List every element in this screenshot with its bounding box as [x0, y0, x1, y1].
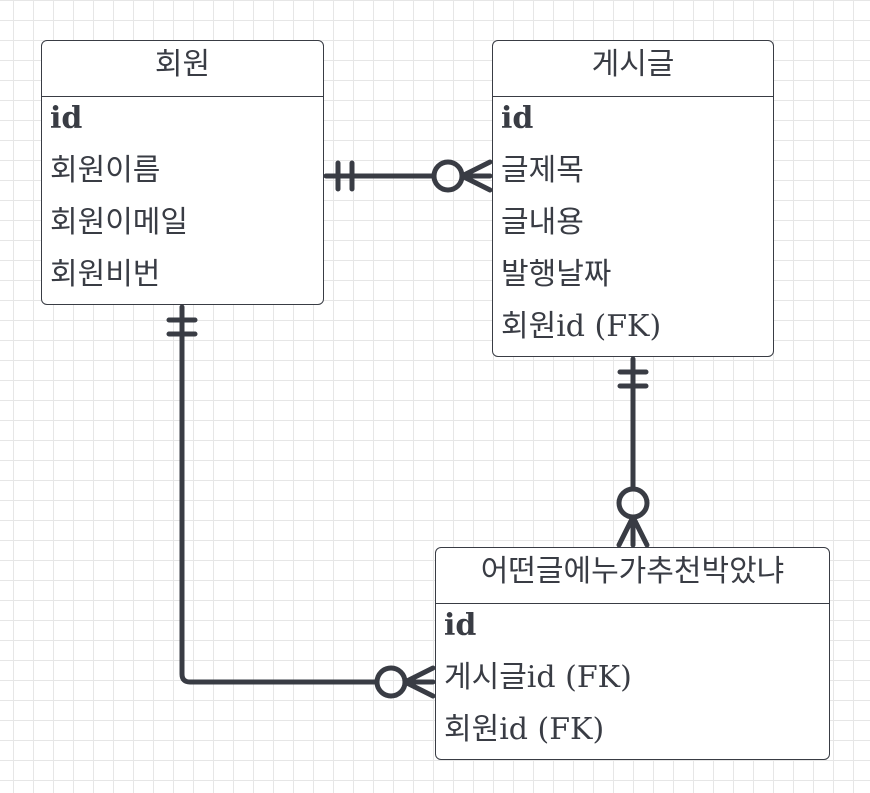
- entity-attribute: 회원id (FK): [501, 309, 662, 344]
- relationship-member-post: [323, 159, 493, 193]
- entity-member[interactable]: 회원 id 회원이름 회원이메일 회원비번: [41, 40, 324, 305]
- one-bar-marker: [335, 160, 355, 192]
- zero-circle-marker: [616, 486, 650, 520]
- entity-attribute: id: [50, 101, 83, 136]
- entity-attribute: 글제목: [501, 153, 584, 188]
- crows-foot-marker: [616, 514, 650, 548]
- entity-attribute: 발행날짜: [501, 257, 612, 292]
- one-bar-marker: [617, 369, 649, 389]
- entity-attribute: 글내용: [501, 205, 584, 240]
- entity-title: 어떤글에누가추천박았냐: [436, 548, 829, 604]
- entity-recommendation[interactable]: 어떤글에누가추천박았냐 id 게시글id (FK) 회원id (FK): [435, 547, 830, 760]
- entity-attribute: 회원이름: [50, 153, 161, 188]
- zero-circle-marker: [374, 665, 408, 699]
- entity-title: 회원: [42, 41, 323, 97]
- crows-foot-marker: [459, 159, 493, 193]
- one-bar-marker: [166, 317, 198, 337]
- relationship-post-recommendation: [616, 356, 650, 548]
- crows-foot-marker: [402, 665, 436, 699]
- entity-post[interactable]: 게시글 id 글제목 글내용 발행날짜 회원id (FK): [492, 40, 774, 357]
- entity-title: 게시글: [493, 41, 773, 97]
- entity-attribute: 회원비번: [50, 257, 161, 292]
- zero-circle-marker: [431, 159, 465, 193]
- entity-attribute: 회원id (FK): [444, 712, 605, 747]
- entity-attribute: 게시글id (FK): [444, 660, 632, 695]
- entity-attribute: id: [444, 608, 477, 643]
- entity-attribute: id: [501, 101, 534, 136]
- entity-attribute: 회원이메일: [50, 205, 188, 240]
- relationship-member-recommendation: [166, 304, 436, 699]
